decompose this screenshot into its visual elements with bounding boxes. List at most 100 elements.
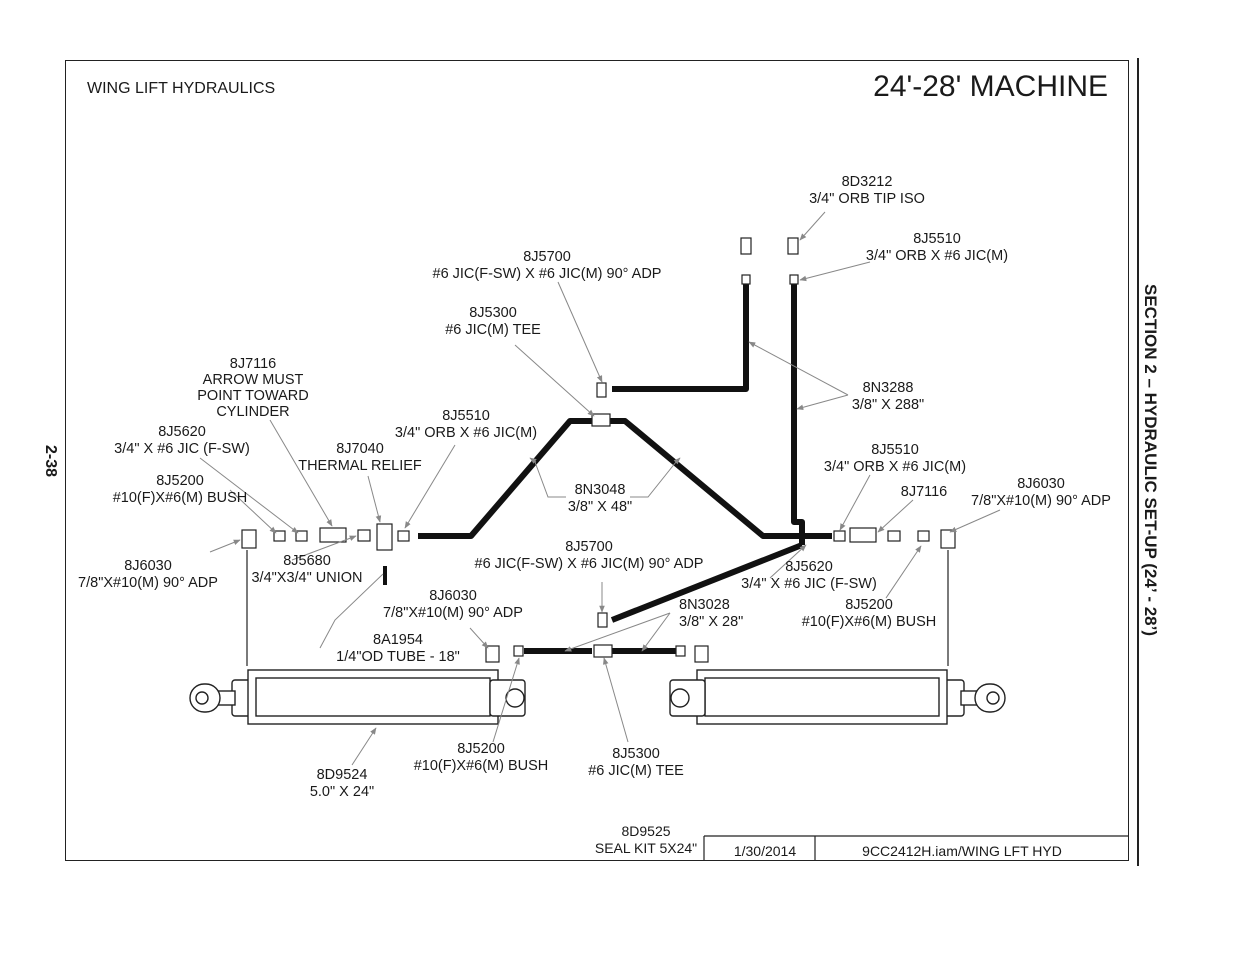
- adp90-lower-right: [694, 645, 709, 663]
- drawing-frame: [65, 60, 1129, 861]
- label-orb-top-pn: 8J5510: [913, 231, 961, 247]
- svg-text:8J5200#10(F)X#6(M) BUSH: 8J5200#10(F)X#6(M) BUSH: [414, 741, 549, 774]
- bush-lower-left: [513, 645, 524, 657]
- tip-iso-left: [740, 237, 752, 255]
- label-tee-bottom-pn: 8J5300: [612, 746, 660, 762]
- cylinder-left: [189, 669, 526, 725]
- svg-text:8J5700#6 JIC(F-SW) X #6 JIC(M): 8J5700#6 JIC(F-SW) X #6 JIC(M) 90° ADP: [433, 249, 662, 282]
- machine-title: 24'-28' MACHINE: [873, 70, 1108, 103]
- label-adp90-lower-desc: 7/8"X#10(M) 90° ADP: [383, 605, 523, 621]
- adp90-lower-left: [485, 645, 500, 663]
- label-adp90-far-right-pn: 8J6030: [1017, 476, 1065, 492]
- check-valve-right: [849, 527, 877, 543]
- label-jicfsw-left-desc: 3/4" X #6 JIC (F-SW): [114, 441, 250, 457]
- label-hose-48-pn: 8N3048: [575, 482, 626, 498]
- label-tube-18-desc: 1/4"OD TUBE - 18": [336, 649, 460, 665]
- label-tip-iso-desc: 3/4" ORB TIP ISO: [809, 191, 925, 207]
- orb-fitting-top-right: [789, 274, 799, 285]
- label-thermal-desc: THERMAL RELIEF: [298, 458, 422, 474]
- hose-8n3288-left: [612, 283, 749, 392]
- label-union-desc: 3/4"X3/4" UNION: [251, 570, 362, 586]
- label-union-pn: 8J5680: [283, 553, 331, 569]
- label-adp90-top-desc: #6 JIC(F-SW) X #6 JIC(M) 90° ADP: [433, 266, 662, 282]
- label-jicfsw-right-desc: 3/4" X #6 JIC (F-SW): [741, 576, 877, 592]
- label-bush-left-pn: 8J5200: [156, 473, 204, 489]
- label-arrow-note-line3: CYLINDER: [216, 404, 289, 420]
- orb-right: [833, 530, 846, 542]
- adp90-right: [940, 529, 956, 549]
- label-adp90-top-pn: 8J5700: [523, 249, 571, 265]
- adp90-mid: [597, 612, 608, 628]
- label-adp90-mid-desc: #6 JIC(F-SW) X #6 JIC(M) 90° ADP: [475, 556, 704, 572]
- adp90-left: [241, 529, 257, 549]
- label-hose-288-pn: 8N3288: [863, 380, 914, 396]
- leader-lines: [199, 211, 1001, 766]
- label-adp90-far-right-desc: 7/8"X#10(M) 90° ADP: [971, 493, 1111, 509]
- drawing-date: 1/30/2014: [734, 843, 796, 859]
- drawing-file: 9CC2412H.iam/WING LFT HYD: [862, 843, 1062, 859]
- jic-fsw-right: [887, 530, 901, 542]
- page-edge-rule: [1137, 58, 1139, 866]
- label-cylinder-desc: 5.0" X 24": [310, 784, 374, 800]
- label-orb-right-pn: 8J5510: [871, 442, 919, 458]
- label-tee-top-pn: 8J5300: [469, 305, 517, 321]
- label-bush-right-pn: 8J5200: [845, 597, 893, 613]
- label-tee-top-desc: #6 JIC(M) TEE: [445, 322, 541, 338]
- label-cylinder-pn: 8D9524: [317, 767, 368, 783]
- fittings: [241, 237, 956, 663]
- label-arrow-note-line2: POINT TOWARD: [197, 388, 308, 404]
- bush-left: [273, 530, 286, 542]
- svg-text:8J5300#6 JIC(M) TEE: 8J5300#6 JIC(M) TEE: [588, 746, 684, 779]
- label-bush-right-desc: #10(F)X#6(M) BUSH: [802, 614, 937, 630]
- label-jicfsw-left-pn: 8J5620: [158, 424, 206, 440]
- label-tip-iso-pn: 8D3212: [842, 174, 893, 190]
- hose-8n3288-right: [791, 283, 805, 545]
- label-hose-28-desc: 3/8" X 28": [679, 614, 743, 630]
- check-valve-left: [319, 527, 347, 543]
- tee-top: [591, 413, 611, 427]
- label-orb-left-desc: 3/4" ORB X #6 JIC(M): [395, 425, 537, 441]
- label-hose-48-desc: 3/8" X 48": [568, 499, 632, 515]
- orb-fitting-top-left: [741, 274, 751, 285]
- label-bush-left-desc: #10(F)X#6(M) BUSH: [113, 490, 248, 506]
- bush-lower-right: [675, 645, 686, 657]
- label-hose-288-desc: 3/8" X 288": [852, 397, 924, 413]
- label-adp90-mid-pn: 8J5700: [565, 539, 613, 555]
- label-arrow-note-pn: 8J7116: [230, 356, 277, 372]
- seal-kit-desc: SEAL KIT 5X24": [595, 840, 697, 856]
- label-jicfsw-right-pn: 8J5620: [785, 559, 833, 575]
- label-orb-left-pn: 8J5510: [442, 408, 490, 424]
- hose-8n3028-diag: [610, 542, 804, 623]
- label-bush-bottom-pn: 8J5200: [457, 741, 505, 757]
- label-thermal-pn: 8J7040: [336, 441, 384, 457]
- svg-text:8J5200#10(F)X#6(M) BUSH: 8J5200#10(F)X#6(M) BUSH: [802, 597, 937, 630]
- jic-fsw-left: [295, 530, 308, 542]
- orb-left: [397, 530, 410, 542]
- adp90-top: [596, 382, 607, 398]
- thermal-relief: [376, 523, 393, 551]
- tip-iso-right: [787, 237, 799, 255]
- label-hose-28-pn: 8N3028: [679, 597, 730, 613]
- label-adp90-far-left-desc: 7/8"X#10(M) 90° ADP: [78, 575, 218, 591]
- label-adp90-far-left-pn: 8J6030: [124, 558, 172, 574]
- bush-right: [917, 530, 930, 542]
- label-tube-18-pn: 8A1954: [373, 632, 423, 648]
